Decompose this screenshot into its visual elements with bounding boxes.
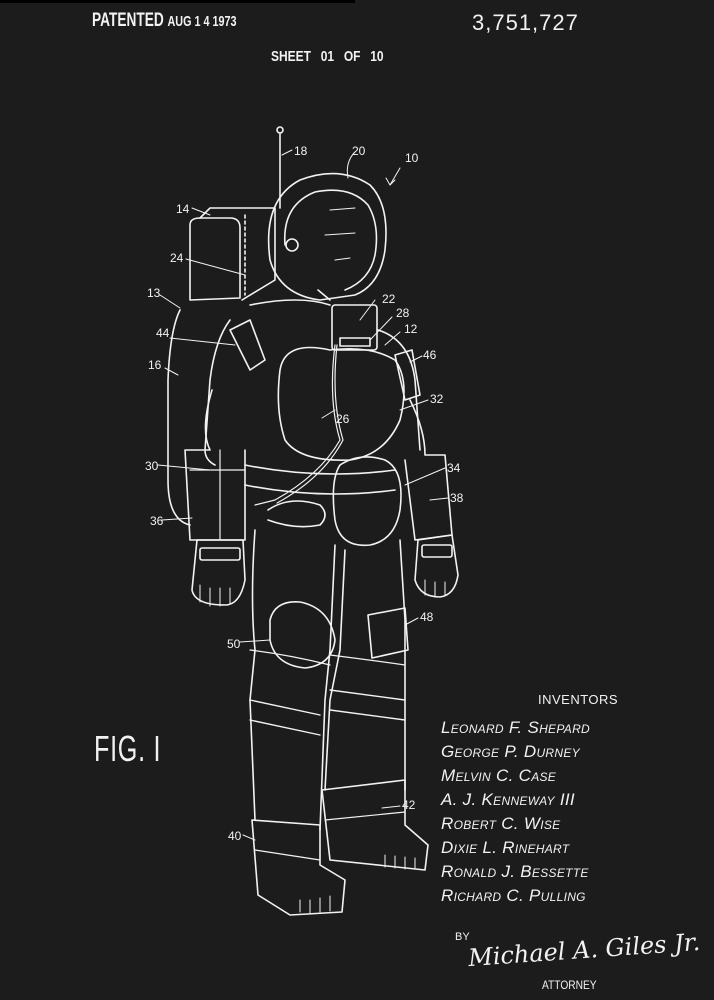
svg-text:48: 48	[420, 610, 434, 624]
figure-label: FIG. I	[94, 728, 162, 769]
svg-text:14: 14	[176, 202, 190, 216]
attorney-label: ATTORNEY	[542, 978, 597, 992]
sheet-label: SHEET	[271, 48, 312, 65]
svg-text:16: 16	[148, 358, 162, 372]
patent-number: 3,751,727	[472, 10, 579, 35]
svg-text:36: 36	[150, 514, 164, 528]
svg-text:20: 20	[352, 144, 366, 158]
svg-text:50: 50	[227, 637, 241, 651]
inventor-name: Ronald J. Bessette	[441, 862, 589, 881]
left-arm	[184, 319, 266, 541]
antenna	[276, 126, 284, 209]
svg-text:44: 44	[156, 326, 170, 340]
left-boot	[251, 819, 346, 916]
knee-pad	[269, 601, 336, 669]
legs	[249, 529, 406, 831]
svg-text:34: 34	[447, 461, 461, 475]
svg-text:26: 26	[336, 412, 350, 426]
svg-text:30: 30	[145, 459, 159, 473]
backpack	[167, 207, 276, 526]
inventor-name: Leonard F. Shepard	[441, 718, 591, 737]
right-glove	[414, 534, 459, 598]
svg-text:22: 22	[382, 292, 396, 306]
svg-text:18: 18	[294, 144, 308, 158]
svg-text:13: 13	[147, 286, 161, 300]
inventors-list: Leonard F. Shepard George P. Durney Melv…	[441, 716, 590, 908]
patented-stamp: PATENTED AUG 1 4 1973	[92, 10, 237, 32]
svg-text:38: 38	[450, 491, 464, 505]
left-glove	[191, 539, 246, 607]
sheet-indicator: SHEET 01 OF 10	[271, 48, 384, 65]
reference-labels	[157, 149, 449, 841]
chest-control-unit	[317, 289, 378, 351]
by-label: BY	[455, 931, 470, 943]
svg-text:40: 40	[228, 829, 242, 843]
right-arm	[394, 349, 453, 541]
inventor-name: Robert C. Wise	[441, 814, 561, 833]
patented-label: PATENTED	[92, 10, 164, 31]
right-boot	[321, 779, 429, 871]
inventor-name: Melvin C. Case	[441, 766, 557, 785]
svg-text:28: 28	[396, 306, 410, 320]
svg-text:32: 32	[430, 392, 444, 406]
inventor-name: Dixie L. Rinehart	[441, 838, 570, 857]
torso	[204, 299, 421, 506]
reference-numbers: 18 20 10 14 24 13 22 28 12 44 46 16 32 2…	[145, 144, 464, 843]
svg-text:42: 42	[402, 798, 416, 812]
top-border	[0, 0, 355, 3]
svg-text:46: 46	[423, 348, 437, 362]
inventor-name: Richard C. Pulling	[441, 886, 586, 905]
svg-text:10: 10	[405, 151, 419, 165]
sheet-of: OF	[343, 48, 361, 65]
inventors-heading: INVENTORS	[538, 692, 619, 707]
waist-belt	[244, 456, 402, 547]
sheet-number: 01	[320, 48, 335, 65]
inventor-name: George P. Durney	[441, 742, 580, 761]
helmet	[267, 172, 387, 301]
thigh-pocket	[367, 607, 409, 659]
svg-text:12: 12	[404, 322, 418, 336]
svg-text:24: 24	[170, 251, 184, 265]
sheet-total: 10	[370, 48, 384, 65]
patented-date: AUG 1 4 1973	[167, 13, 237, 30]
inventor-name: A. J. Kenneway III	[441, 790, 575, 809]
